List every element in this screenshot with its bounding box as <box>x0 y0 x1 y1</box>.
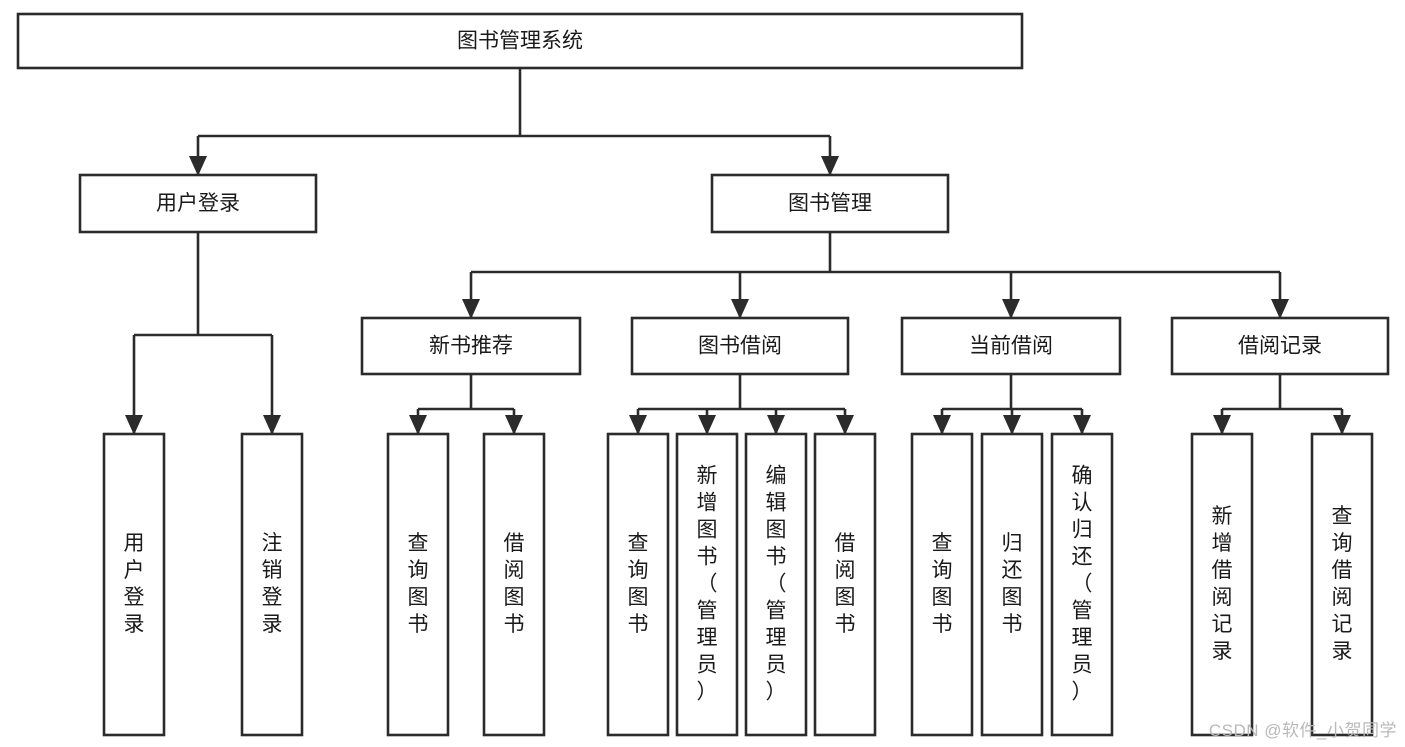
root-node[interactable]: 图书管理系统 <box>16 12 1024 70</box>
level1-box[interactable] <box>710 173 950 234</box>
leaf-box[interactable] <box>910 432 974 737</box>
arrow-head-icon <box>1003 415 1021 435</box>
leaf-label: 编辑图书（管理员） <box>766 465 787 704</box>
leaf-label: 用户登录 <box>124 532 145 636</box>
leaf-label: 查询图书 <box>932 532 953 636</box>
arrow-head-icon <box>1002 299 1020 319</box>
leaf-label: 确认归还（管理员） <box>1072 465 1093 704</box>
leaf-label: 新增借阅记录 <box>1212 505 1233 663</box>
leaf-box[interactable] <box>1190 432 1254 737</box>
arrow-head-icon <box>1271 299 1289 319</box>
leaf-box[interactable] <box>102 432 166 737</box>
leaf-node[interactable]: 新增图书（管理员） <box>675 432 739 737</box>
arrow-head-icon <box>933 415 951 435</box>
level1-label: 用户登录 <box>156 192 240 215</box>
arrow-head-icon <box>1073 415 1091 435</box>
leaf-box[interactable] <box>1310 432 1374 737</box>
arrow-head-icon <box>409 415 427 435</box>
leaf-box[interactable] <box>980 432 1044 737</box>
level1-label: 图书管理 <box>788 192 872 215</box>
leaf-node[interactable]: 查询借阅记录 <box>1310 432 1374 737</box>
arrow-head-icon <box>462 299 480 319</box>
leaf-node[interactable]: 借阅图书 <box>813 432 877 737</box>
level1-node[interactable]: 图书管理 <box>710 173 950 234</box>
level2-label: 当前借阅 <box>969 335 1053 358</box>
level2-box[interactable] <box>900 316 1122 376</box>
arrow-head-icon <box>189 156 207 176</box>
arrow-head-icon <box>263 415 281 435</box>
leaf-label: 借阅图书 <box>504 532 525 636</box>
arrow-head-icon <box>1213 415 1231 435</box>
root-label: 图书管理系统 <box>457 30 583 53</box>
leaf-box[interactable] <box>606 432 670 737</box>
level2-node[interactable]: 新书推荐 <box>360 316 582 376</box>
leaf-box[interactable] <box>482 432 546 737</box>
arrow-head-icon <box>698 415 716 435</box>
leaf-box[interactable] <box>813 432 877 737</box>
level2-node[interactable]: 借阅记录 <box>1170 316 1390 376</box>
level2-node[interactable]: 当前借阅 <box>900 316 1122 376</box>
arrow-head-icon <box>836 415 854 435</box>
leaf-node[interactable]: 查询图书 <box>606 432 670 737</box>
leaf-label: 查询图书 <box>628 532 649 636</box>
leaf-node[interactable]: 查询图书 <box>386 432 450 737</box>
level2-label: 新书推荐 <box>429 335 513 358</box>
level2-box[interactable] <box>630 316 850 376</box>
leaf-node[interactable]: 查询图书 <box>910 432 974 737</box>
leaf-label: 归还图书 <box>1002 532 1023 636</box>
leaf-box[interactable] <box>240 432 304 737</box>
leaf-label: 查询借阅记录 <box>1332 505 1353 663</box>
arrow-head-icon <box>125 415 143 435</box>
leaf-node[interactable]: 新增借阅记录 <box>1190 432 1254 737</box>
leaf-box[interactable] <box>386 432 450 737</box>
arrow-head-icon <box>1333 415 1351 435</box>
node-layer: 图书管理系统用户登录图书管理新书推荐图书借阅当前借阅借阅记录用户登录注销登录查询… <box>16 12 1390 737</box>
level2-box[interactable] <box>360 316 582 376</box>
level2-node[interactable]: 图书借阅 <box>630 316 850 376</box>
leaf-box[interactable] <box>675 432 739 737</box>
leaf-box[interactable] <box>1050 432 1114 737</box>
connector-layer <box>125 68 1351 435</box>
leaf-node[interactable]: 注销登录 <box>240 432 304 737</box>
level2-box[interactable] <box>1170 316 1390 376</box>
arrow-head-icon <box>629 415 647 435</box>
level2-label: 借阅记录 <box>1238 335 1322 358</box>
leaf-node[interactable]: 确认归还（管理员） <box>1050 432 1114 737</box>
leaf-label: 新增图书（管理员） <box>697 465 718 704</box>
leaf-label: 注销登录 <box>262 532 283 636</box>
leaf-node[interactable]: 用户登录 <box>102 432 166 737</box>
arrow-head-icon <box>505 415 523 435</box>
leaf-label: 查询图书 <box>408 532 429 636</box>
level2-label: 图书借阅 <box>698 335 782 358</box>
level1-box[interactable] <box>78 173 318 234</box>
root-box[interactable] <box>16 12 1024 70</box>
leaf-label: 借阅图书 <box>835 532 856 636</box>
arrow-head-icon <box>821 156 839 176</box>
leaf-node[interactable]: 借阅图书 <box>482 432 546 737</box>
leaf-node[interactable]: 编辑图书（管理员） <box>744 432 808 737</box>
leaf-node[interactable]: 归还图书 <box>980 432 1044 737</box>
level1-node[interactable]: 用户登录 <box>78 173 318 234</box>
leaf-box[interactable] <box>744 432 808 737</box>
arrow-head-icon <box>731 299 749 319</box>
arrow-head-icon <box>767 415 785 435</box>
